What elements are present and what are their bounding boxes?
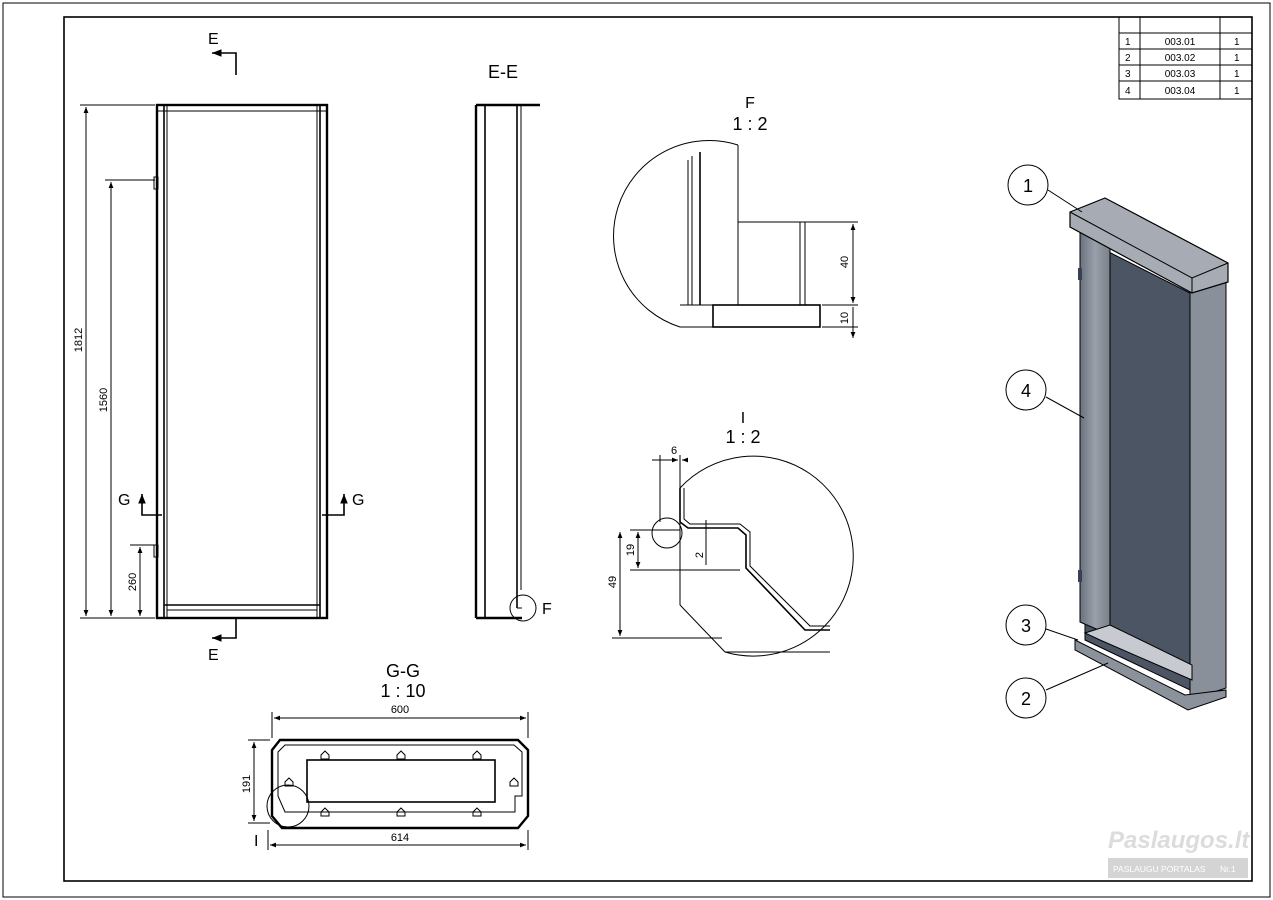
- bom-qty-3: 1: [1234, 69, 1240, 80]
- detail-f-scale: 1 : 2: [732, 114, 767, 134]
- bom-qty-1: 1: [1234, 37, 1240, 48]
- bom-part-4: 003.04: [1165, 86, 1196, 97]
- dim-260: 260: [127, 573, 139, 591]
- dim-1560: 1560: [98, 388, 110, 412]
- balloon-2: [1005, 677, 1047, 719]
- detail-i-scale: 1 : 2: [725, 427, 760, 447]
- detail-i-callout-circle: [651, 517, 683, 549]
- dim-40: 40: [839, 256, 851, 268]
- dim-1812: 1812: [73, 328, 85, 352]
- watermark-badge: Nr.1: [1220, 864, 1236, 874]
- section-mark-e-top: E: [208, 31, 219, 48]
- detail-i-name: I: [741, 410, 745, 427]
- balloon-4-label: 4: [1021, 381, 1031, 401]
- section-ee-title: E-E: [488, 62, 518, 82]
- dim-600: 600: [391, 704, 409, 716]
- bom-qty-2: 1: [1234, 53, 1240, 64]
- balloon-1: [1007, 164, 1049, 206]
- section-gg-scale: 1 : 10: [380, 681, 425, 701]
- isometric-view: 1 4 3 2: [1005, 164, 1229, 719]
- detail-f-callout: F: [542, 601, 552, 618]
- dim-2: 2: [694, 552, 706, 558]
- balloon-4: [1005, 369, 1047, 411]
- balloon-3-label: 3: [1021, 616, 1031, 636]
- front-view: 1812 1560 260 E E G G: [73, 31, 364, 664]
- detail-f-view: F 1 : 2 40 10: [612, 95, 858, 338]
- bom-part-1: 003.01: [1165, 37, 1196, 48]
- dim-10: 10: [839, 312, 851, 324]
- section-mark-e-bottom: E: [208, 647, 219, 664]
- detail-i-view: I 1 : 2 6 2 19 49: [607, 410, 854, 657]
- section-mark-g-left: G: [118, 492, 130, 509]
- bolt-holes: [284, 750, 519, 817]
- bom-part-3: 003.03: [1165, 69, 1196, 80]
- dim-191: 191: [241, 775, 253, 793]
- dim-19: 19: [625, 544, 637, 556]
- watermark-brand: Paslaugos.lt: [1108, 827, 1250, 854]
- dim-6: 6: [671, 445, 677, 457]
- bom-item-3: 3: [1125, 69, 1131, 80]
- bom-table: 1 003.01 1 2 003.02 1 3 003.03 1 4 003.0…: [1118, 16, 1253, 100]
- watermark-tagline: PASLAUGU PORTALAS: [1113, 864, 1206, 874]
- bom-qty-4: 1: [1234, 86, 1240, 97]
- inner-border: [63, 16, 1253, 882]
- balloon-3: [1005, 604, 1047, 646]
- detail-i-callout-circle-gg: [266, 784, 310, 828]
- section-ee-view: E-E F: [474, 62, 552, 622]
- section-gg-name: G-G: [386, 661, 420, 681]
- bom-part-2: 003.02: [1165, 53, 1196, 64]
- detail-f-callout-circle: [509, 594, 537, 622]
- section-mark-g-right: G: [352, 492, 364, 509]
- detail-i-callout: I: [254, 833, 258, 850]
- bom-item-2: 2: [1125, 53, 1131, 64]
- watermark: Paslaugos.lt PASLAUGU PORTALAS Nr.1: [1108, 827, 1250, 878]
- dim-49: 49: [607, 576, 619, 588]
- bom-item-4: 4: [1125, 86, 1131, 97]
- section-gg-view: G-G 1 : 10 I 600 614 191: [241, 661, 530, 850]
- dim-614: 614: [391, 832, 409, 844]
- balloon-1-label: 1: [1023, 176, 1033, 196]
- balloon-2-label: 2: [1021, 689, 1031, 709]
- bom-item-1: 1: [1125, 37, 1131, 48]
- detail-f-name: F: [745, 95, 755, 112]
